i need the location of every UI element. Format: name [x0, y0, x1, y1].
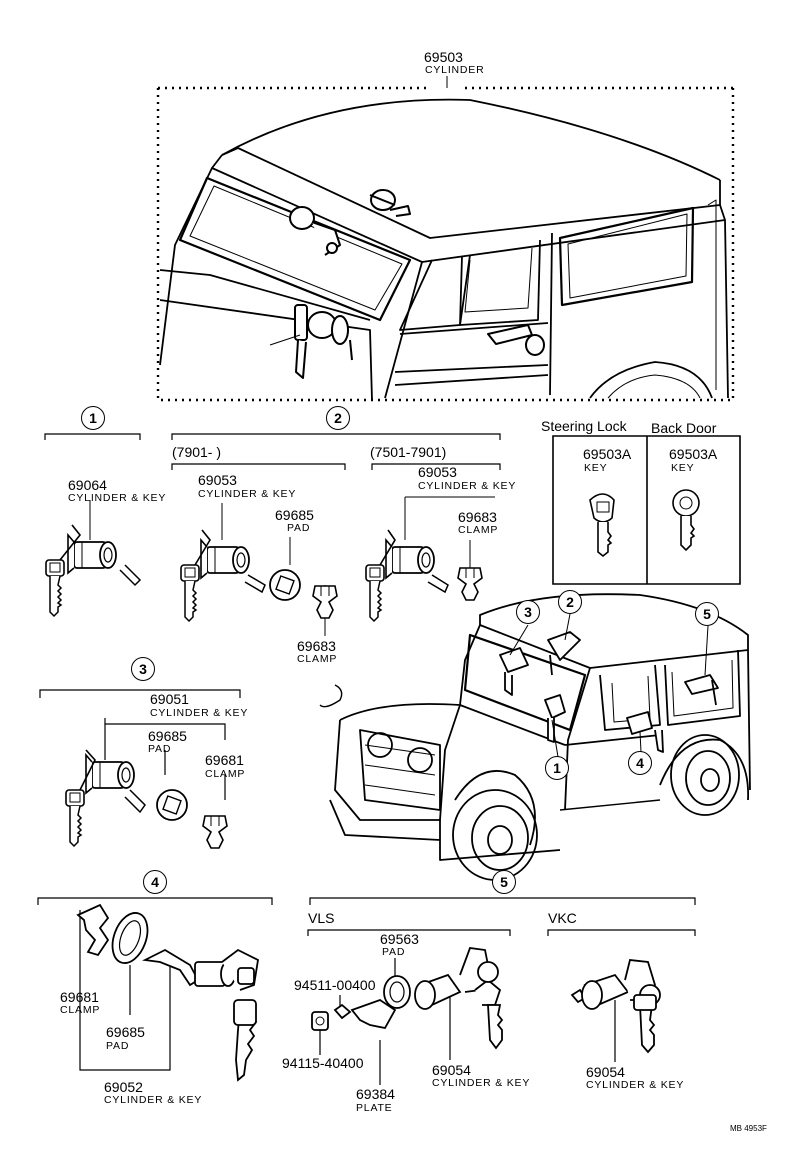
vehicle-marker-5: 5 — [695, 602, 719, 626]
group2b-clamp-name: CLAMP — [458, 524, 499, 536]
vkc-label: VKC — [548, 910, 577, 926]
group4-pad-number: 69685 — [106, 1024, 145, 1040]
group3-pad-number: 69685 — [148, 728, 187, 744]
group5-vkc-cylinder-name: CYLINDER & KEY — [586, 1079, 685, 1091]
backdoor-key-drawing — [673, 490, 699, 550]
group4-cylinder-number: 69052 — [104, 1079, 143, 1095]
group5-vls-cylinder-name: CYLINDER & KEY — [432, 1077, 531, 1089]
group4-cylinder-name: CYLINDER & KEY — [104, 1094, 203, 1106]
group2a-cylinder-name: CYLINDER & KEY — [198, 488, 297, 500]
group3-cylinder-name: CYLINDER & KEY — [150, 707, 249, 719]
group2a-clamp-name: CLAMP — [297, 653, 338, 665]
group4-clamp-number: 69681 — [60, 989, 99, 1005]
backdoor-key-name: KEY — [671, 462, 695, 474]
group2a-parts — [180, 530, 338, 622]
group3-parts — [65, 750, 228, 849]
group1-marker: 1 — [81, 406, 105, 430]
group5-nut-number: 94115-40400 — [282, 1055, 364, 1071]
group1-bracket — [45, 434, 140, 440]
vehicle-lower-drawing — [320, 594, 750, 880]
group5-vkc-parts — [572, 960, 660, 1052]
group5-bolt-number: 94511-00400 — [294, 977, 376, 993]
group2b-cylinder-name: CYLINDER & KEY — [418, 480, 517, 492]
steering-key-name: KEY — [584, 462, 608, 474]
vehicle-top-drawing — [160, 100, 728, 400]
group4-parts — [78, 905, 258, 1080]
group2a-pad-number: 69685 — [275, 507, 314, 523]
group1-part-number: 69064 — [68, 477, 107, 493]
group2-marker: 2 — [326, 406, 350, 430]
group1-part-name: CYLINDER & KEY — [68, 492, 167, 504]
vehicle-marker-leaders — [510, 614, 708, 757]
group2-range-a: (7901- ) — [172, 444, 222, 460]
group5-plate-name: PLATE — [356, 1102, 393, 1114]
group2-range-b: (7501-7901) — [370, 444, 447, 460]
vehicle-marker-2: 2 — [558, 590, 582, 614]
top-part-name: CYLINDER — [425, 64, 485, 76]
vehicle-marker-1: 1 — [545, 756, 569, 780]
group3-pad-name: PAD — [148, 743, 172, 755]
group5-pad-number: 69563 — [380, 931, 419, 947]
footer-code: MB 4953F — [730, 1124, 767, 1133]
group2-leaders — [222, 497, 495, 636]
group3-clamp-name: CLAMP — [205, 768, 246, 780]
group3-cylinder-number: 69051 — [150, 691, 189, 707]
group2a-clamp-number: 69683 — [297, 638, 336, 654]
steering-lock-label: Steering Lock — [541, 418, 627, 434]
group4-brackets — [38, 898, 272, 1070]
keys-box — [553, 436, 740, 584]
group1-parts — [45, 525, 140, 617]
group3-clamp-number: 69681 — [205, 752, 244, 768]
group5-vls-cylinder-number: 69054 — [432, 1062, 471, 1078]
vls-label: VLS — [308, 910, 335, 926]
group3-marker: 3 — [131, 657, 155, 681]
group2-brackets — [172, 434, 500, 470]
group4-marker: 4 — [143, 870, 167, 894]
group5-vkc-cylinder-number: 69054 — [586, 1064, 625, 1080]
group2b-cylinder-number: 69053 — [418, 464, 457, 480]
group2b-parts — [365, 530, 483, 622]
group2a-pad-name: PAD — [287, 522, 311, 534]
group5-marker: 5 — [492, 870, 516, 894]
group5-vls-parts — [312, 948, 502, 1048]
backdoor-key-number: 69503A — [669, 446, 718, 462]
steering-key-number: 69503A — [583, 446, 632, 462]
group5-pad-name: PAD — [382, 946, 406, 958]
vehicle-marker-4: 4 — [628, 751, 652, 775]
group2a-cylinder-number: 69053 — [198, 472, 237, 488]
vehicle-marker-3: 3 — [516, 600, 540, 624]
group4-pad-name: PAD — [106, 1040, 130, 1052]
top-part-number: 69503 — [424, 49, 463, 65]
vehicle-overview-frame — [158, 76, 733, 400]
steering-key-drawing — [590, 494, 614, 556]
group5-plate-number: 69384 — [356, 1086, 395, 1102]
group3-brackets — [40, 690, 240, 800]
group4-clamp-name: CLAMP — [60, 1004, 101, 1016]
group2b-clamp-number: 69683 — [458, 509, 497, 525]
back-door-label: Back Door — [651, 420, 717, 436]
